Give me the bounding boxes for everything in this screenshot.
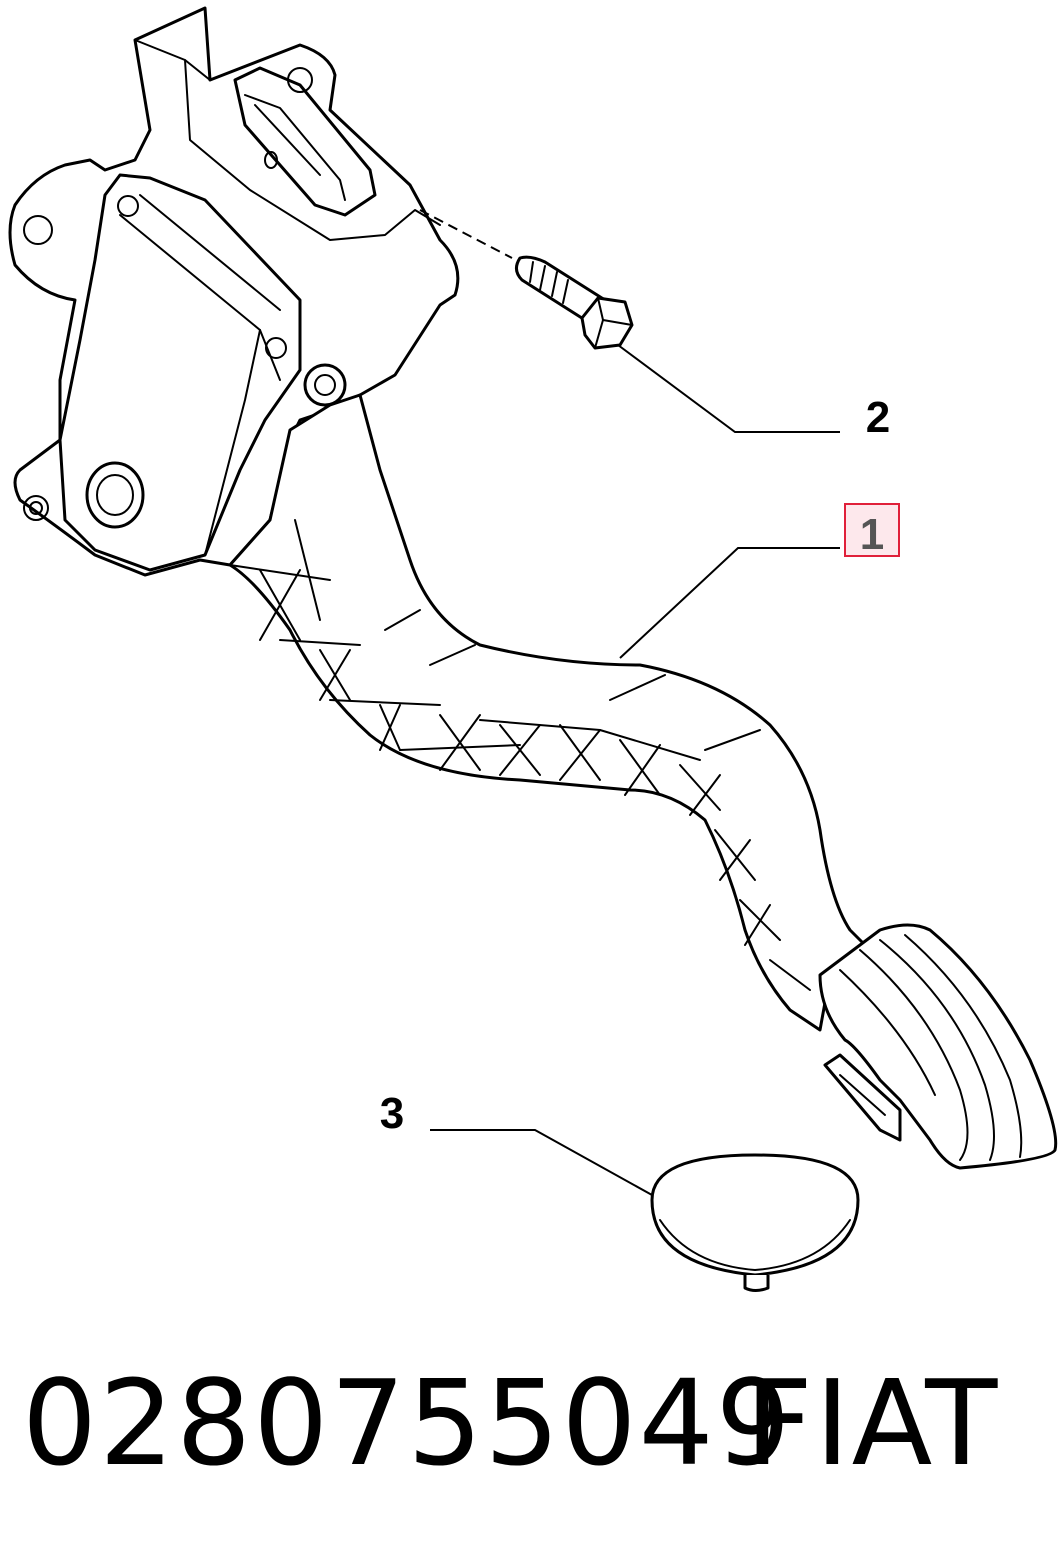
callout-label-1: 1	[860, 510, 884, 559]
part-number: 0280755049	[22, 1354, 793, 1492]
callout-3[interactable]: 3	[380, 1089, 404, 1138]
callout-label-2: 2	[866, 393, 890, 442]
pedal-assembly	[8, 6, 1058, 1170]
leader-line-3	[430, 1129, 653, 1196]
callout-highlight-box	[844, 503, 900, 557]
callout-2[interactable]: 2	[866, 393, 890, 442]
cap	[650, 1153, 860, 1292]
brand-name: FIAT	[745, 1354, 1000, 1492]
callout-1[interactable]: 1	[844, 503, 900, 559]
bolt	[419, 209, 634, 350]
leader-line-1	[619, 547, 840, 659]
leader-line-2	[617, 344, 840, 433]
callout-label-3: 3	[380, 1089, 404, 1138]
